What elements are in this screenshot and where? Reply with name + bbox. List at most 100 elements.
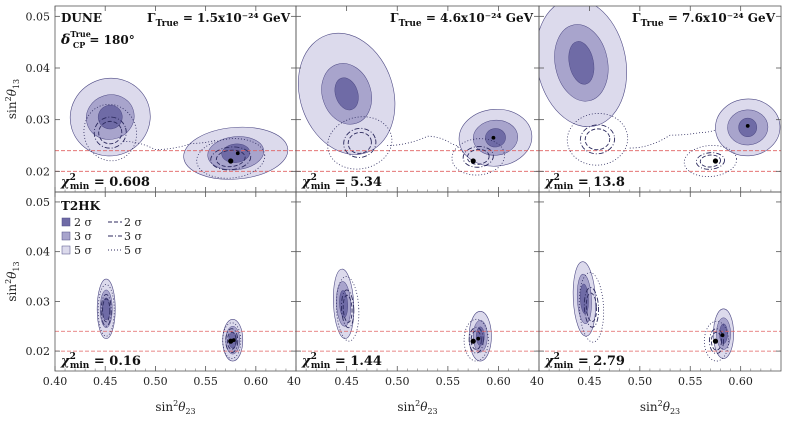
y-tick-label: 0.03 (26, 295, 51, 308)
contour-5sigma-dotted (327, 116, 393, 170)
legend-swatch-filled (61, 245, 71, 255)
y-tick-label: 0.04 (26, 62, 51, 75)
contour-5sigma-dotted (463, 318, 489, 362)
x-tick-label: 0.60 (486, 375, 511, 388)
true-point-marker (470, 338, 476, 344)
legend-label-filled: 3 σ (74, 230, 92, 243)
best-fit-marker (720, 333, 725, 338)
true-point-marker (470, 158, 476, 164)
true-point-marker (712, 158, 719, 164)
x-tick-label: 0.50 (143, 375, 168, 388)
contour-3sigma-dashdot (468, 326, 484, 354)
x-tick-label: 0.45 (577, 375, 602, 388)
contour-2sigma-filled (221, 143, 251, 163)
contour-5sigma-dotted-bridge (123, 139, 216, 151)
legend-label-dashed: 5 σ (124, 244, 142, 257)
y-tick-label: 0.03 (26, 114, 51, 127)
y-axis-label: sin2θ13 (4, 261, 21, 301)
legend-swatch-filled (61, 217, 71, 227)
contour-5sigma-dotted (196, 138, 266, 179)
contour-3sigma-dashdot (695, 152, 725, 170)
experiment-label-dune: DUNE (61, 11, 102, 25)
contour-2sigma-dashed (226, 331, 237, 350)
legend-label-dashed: 3 σ (124, 230, 142, 243)
x-tick-label: 0.50 (628, 375, 653, 388)
contour-2sigma-dashed (710, 331, 722, 351)
contour-2sigma-filled (485, 128, 506, 148)
x-tick-label: 0.45 (334, 375, 359, 388)
ticks-layer (54, 6, 781, 371)
panel-dune-2 (296, 32, 539, 176)
legend-label-filled: 5 σ (74, 244, 92, 257)
contour-3sigma-dashdot (583, 287, 600, 328)
contour-3sigma-dashdot (100, 293, 112, 327)
gamma-true-label: ΓTrue = 4.6x10⁻²⁴ GeV (390, 11, 534, 29)
contour-2sigma-filled (334, 77, 359, 111)
x-tick-label: 0.60 (728, 375, 753, 388)
legend: 2 σ3 σ5 σ2 σ3 σ5 σ (61, 216, 142, 257)
contour-5sigma-dotted (222, 322, 242, 359)
x-axis-label: sin2θ23 (397, 399, 437, 416)
contour-3sigma-dashdot (343, 127, 377, 158)
best-fit-marker (231, 338, 236, 343)
x-tick-label: 0.40 (43, 375, 68, 388)
experiment-label-t2hk: T2HK (61, 199, 101, 213)
x-tick-label: 0.55 (436, 375, 461, 388)
best-fit-marker (745, 123, 750, 128)
x-axis-label: sin2θ23 (155, 399, 195, 416)
frames-layer (54, 5, 782, 372)
panels-layer (55, 6, 781, 362)
contour-3sigma-dashdot (210, 146, 252, 171)
panel-t2hk-3 (539, 261, 781, 362)
true-point-marker (228, 158, 234, 164)
legend-label-filled: 2 σ (74, 216, 92, 229)
contour-5sigma-dotted (83, 103, 137, 162)
best-fit-marker (235, 151, 240, 156)
legend-label-dashed: 2 σ (124, 216, 142, 229)
contour-2sigma-filled (568, 41, 595, 85)
x-tick-label: 0.55 (678, 375, 703, 388)
contour-5sigma-dotted (335, 276, 360, 342)
contour-2sigma-dashed (466, 148, 490, 165)
contour-5sigma-dotted (683, 145, 737, 177)
contour-3sigma-dashdot (708, 328, 724, 355)
contour-2sigma-dashed (470, 330, 482, 350)
contour-2sigma-dashed (585, 292, 598, 323)
x-tick-label: 0.50 (385, 375, 410, 388)
x-tick-label: 0.60 (244, 375, 269, 388)
y-tick-label: 0.04 (26, 246, 51, 259)
panel-t2hk-1 (55, 278, 296, 362)
best-fit-marker (476, 336, 481, 341)
gamma-true-label: ΓTrue = 7.6x10⁻²⁴ GeV (632, 11, 776, 29)
contour-2sigma-dashed (584, 128, 611, 151)
legend-swatch-filled (61, 231, 71, 241)
contour-2sigma-dashed (215, 149, 246, 168)
panel-dune-1 (55, 77, 296, 180)
contour-3sigma-dashdot (579, 124, 616, 155)
contour-3sigma-dashdot (93, 116, 127, 149)
contour-5sigma-dotted (451, 138, 505, 176)
contour-2sigma-dashed (98, 120, 123, 145)
y-axis-label: sin2θ13 (4, 79, 21, 119)
x-tick-label: 0.55 (193, 375, 218, 388)
panel-t2hk-2 (296, 268, 539, 362)
panel-frame (295, 191, 540, 372)
true-point-marker (712, 338, 719, 344)
contour-2sigma-dashed (347, 131, 372, 154)
contour-3sigma-dashdot (341, 289, 355, 329)
x-tick-label: 0.45 (93, 375, 118, 388)
contour-3sigma-dashdot (462, 146, 494, 168)
contour-5sigma-dotted (703, 320, 729, 362)
contour-3sigma-dashdot (225, 328, 239, 354)
y-tick-label: 0.05 (26, 10, 51, 23)
best-fit-marker (491, 135, 496, 140)
x-tick-label: 40 (287, 375, 301, 388)
y-tick-label: 0.05 (26, 196, 51, 209)
